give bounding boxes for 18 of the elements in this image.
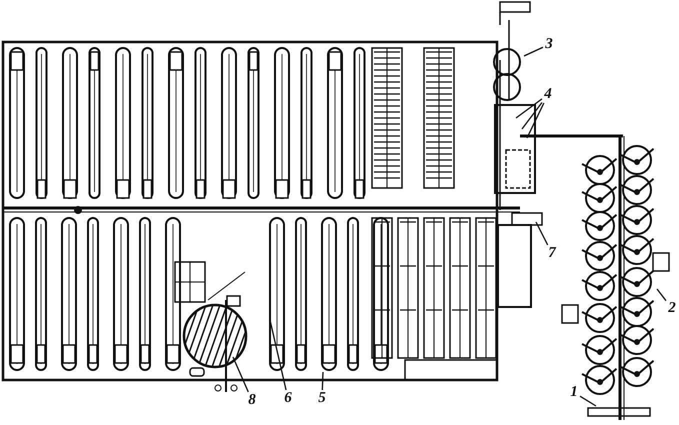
callout-number: 2 [666, 300, 678, 317]
leader-line [322, 372, 324, 390]
leader-line [656, 288, 667, 302]
callout-number: 7 [546, 245, 558, 262]
callout-number: 5 [316, 390, 328, 407]
leader-line [535, 222, 548, 246]
callout-number: 3 [543, 36, 555, 53]
leader-line [521, 102, 543, 130]
callout-number: 6 [282, 390, 294, 407]
leader-line [524, 46, 544, 57]
leader-line [580, 396, 596, 407]
callout-number: 1 [568, 384, 580, 401]
callout-number: 4 [542, 86, 554, 103]
leader-line [269, 320, 287, 390]
leader-line [232, 356, 249, 392]
callout-number: 8 [246, 392, 258, 409]
leader-line [526, 102, 544, 138]
leader-line [516, 98, 542, 119]
